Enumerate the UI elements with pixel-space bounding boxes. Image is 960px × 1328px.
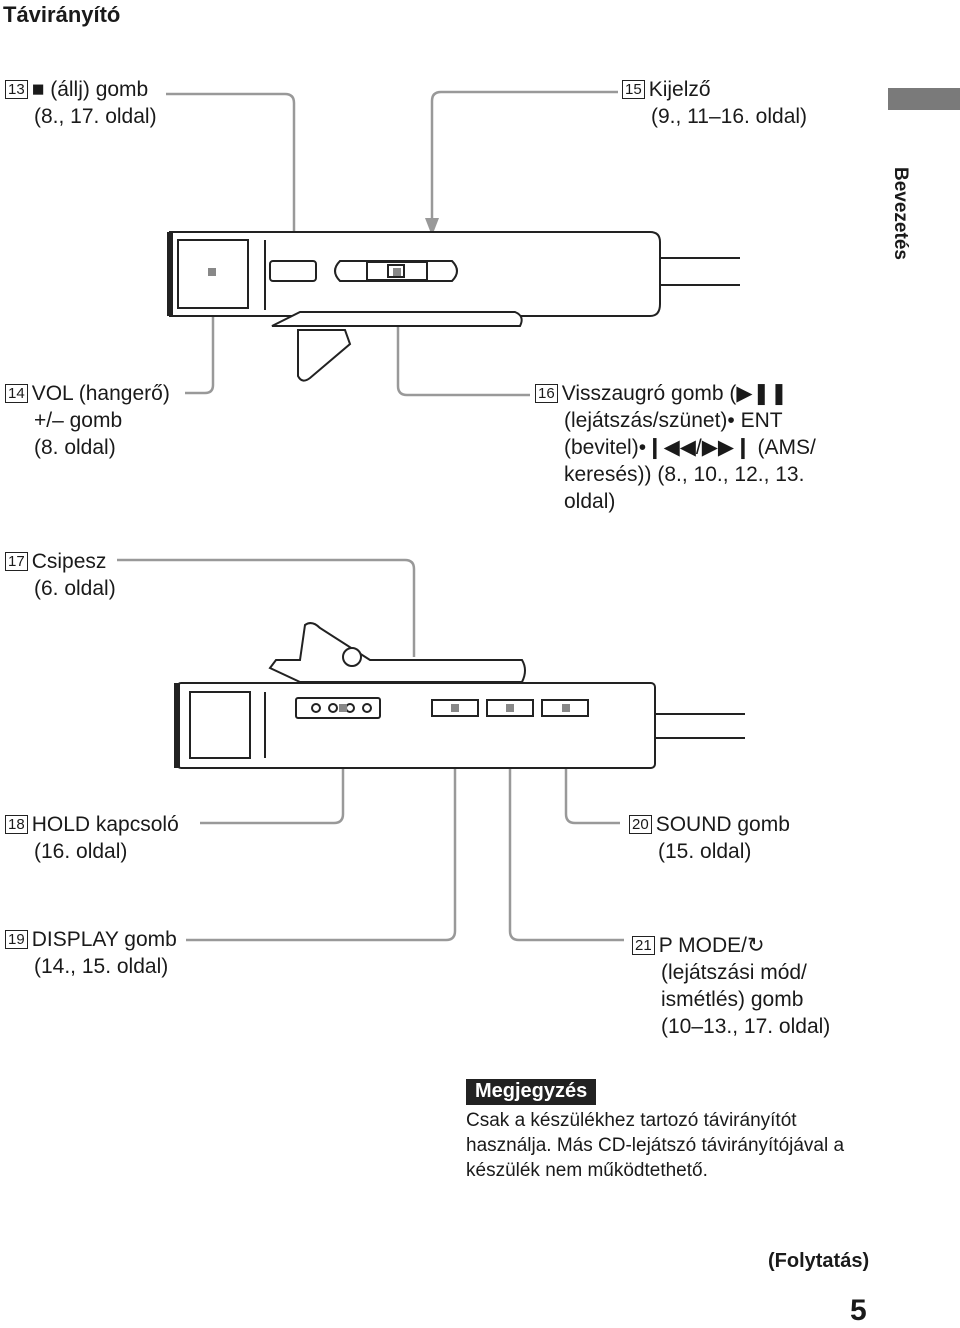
note-heading: Megjegyzés: [466, 1079, 597, 1105]
page-title: Távirányító: [3, 2, 121, 27]
callout-number: 16: [535, 384, 558, 403]
arrow-head-icon: [425, 218, 439, 236]
callout-number: 17: [5, 552, 28, 571]
leader-line-14: [185, 273, 215, 395]
callout-number: 19: [5, 930, 28, 949]
leader-line-21: [508, 708, 624, 942]
leader-line-19: [186, 708, 457, 942]
callout-number: 21: [632, 936, 655, 955]
callout-number: 15: [622, 80, 645, 99]
callout-number: 14: [5, 384, 28, 403]
page-number: 5: [850, 1294, 867, 1327]
remote-side-view: [174, 622, 745, 769]
leader-line-17: [117, 558, 416, 657]
callout-number: 20: [629, 815, 652, 834]
remote-top-view: [167, 231, 740, 382]
label-13-stop-button: 13■ (állj) gomb (8., 17. oldal): [5, 76, 157, 130]
note-body: Csak a készülékhez tartozó távirányítót …: [466, 1110, 845, 1181]
continued-label: (Folytatás): [768, 1250, 870, 1272]
leader-line-20: [564, 708, 620, 825]
leader-line-16: [396, 273, 530, 397]
callout-number: 18: [5, 815, 28, 834]
leader-line-15: [430, 90, 618, 218]
leader-line-13: [166, 92, 296, 270]
section-tab-bar: [888, 88, 960, 110]
callout-number: 13: [5, 80, 28, 99]
leader-line-18: [200, 708, 345, 825]
